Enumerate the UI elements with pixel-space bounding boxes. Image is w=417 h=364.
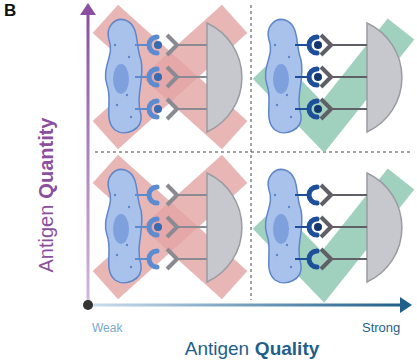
- antigen-dot: [314, 41, 322, 49]
- axis-end-label: Weak: [92, 318, 122, 336]
- t-cell: [367, 23, 402, 132]
- axis-title-part: Antigen: [185, 338, 249, 359]
- quadrant: [93, 5, 248, 150]
- arrow-head: [80, 3, 96, 15]
- receptor-pair: [135, 67, 207, 87]
- receptor-pair: [295, 217, 367, 237]
- axis-end-label: Strong: [362, 318, 400, 336]
- antigen-dot: [154, 105, 162, 113]
- t-cell: [207, 173, 242, 282]
- axis-title: Antigen Quantity: [35, 118, 57, 273]
- quadrant: [93, 155, 248, 300]
- antigen-dot: [154, 41, 162, 49]
- quadrant: [265, 19, 402, 132]
- y-axis: [87, 12, 90, 305]
- receptor-pair: [135, 249, 207, 269]
- t-cell: [367, 173, 402, 282]
- receptor-pair: [135, 35, 207, 55]
- receptor-pair: [295, 185, 367, 205]
- receptor-pair: [295, 35, 367, 55]
- panel-letter: B: [4, 2, 16, 21]
- arrow-head: [400, 297, 412, 313]
- cross-mark: [93, 155, 248, 300]
- receptor-pair: [295, 249, 367, 269]
- divider-line: [95, 152, 410, 153]
- axis-end-label: Weak: [92, 321, 122, 335]
- panel-letter: B: [4, 1, 16, 20]
- quadrant: [265, 169, 402, 282]
- axis-origin: [83, 300, 93, 310]
- receptor-pair: [135, 217, 207, 237]
- antigen-dot: [314, 105, 322, 113]
- antigen-dot: [314, 73, 322, 81]
- antigen-dot: [154, 73, 162, 81]
- axis-title-part: Antigen: [35, 205, 57, 273]
- receptor-pair: [135, 99, 207, 119]
- t-cell: [207, 23, 242, 132]
- axis-title: Antigen Quality: [185, 339, 320, 360]
- axis-title-part: Quantity: [35, 118, 57, 199]
- cross-mark: [93, 5, 248, 150]
- receptor-pair: [295, 99, 367, 119]
- cross-mark: [93, 5, 248, 150]
- axis-end-label: Strong: [362, 320, 400, 335]
- antigen-dot: [154, 223, 162, 231]
- antigen-dot: [314, 223, 322, 231]
- receptor-pair: [135, 185, 207, 205]
- axis-title-part: Quality: [255, 338, 319, 359]
- cross-mark: [93, 155, 248, 300]
- x-axis: [88, 304, 402, 307]
- receptor-pair: [295, 67, 367, 87]
